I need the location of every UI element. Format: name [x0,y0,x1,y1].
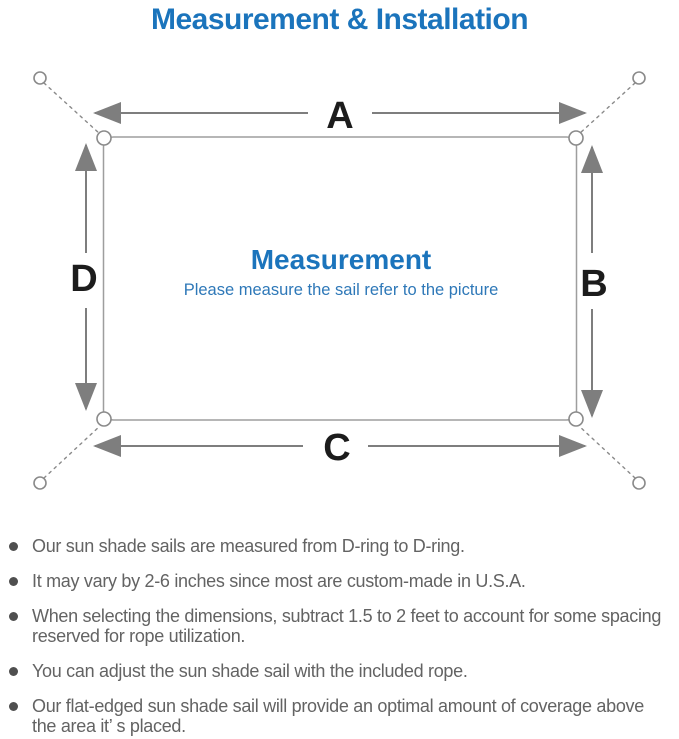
d-ring-icon [96,411,112,427]
bullet-icon [9,541,18,551]
note-line: When selecting the dimensions, subtract … [32,606,662,626]
dim-label-b: B [580,263,607,305]
note-item: You can adjust the sun shade sail with t… [8,661,679,681]
note-line: the area it’ s placed. [32,716,186,736]
note-item: When selecting the dimensions, subtract … [8,606,679,646]
note-line: reserved for rope utilization. [32,626,246,646]
anchor-rope-top-left [43,82,101,135]
diagram-center-subtitle: Please measure the sail refer to the pic… [184,281,499,299]
bullet-icon [9,576,18,586]
bullet-icon [9,701,18,711]
d-ring-icon [568,411,584,427]
anchor-ring-icon [632,71,646,85]
dim-label-d: D [70,258,97,300]
d-ring-icon [568,130,584,146]
note-line: It may vary by 2-6 inches since most are… [32,571,526,591]
note-item: It may vary by 2-6 inches since most are… [8,571,679,591]
d-ring-icon [96,130,112,146]
bullet-icon [9,666,18,676]
anchor-ring-icon [33,71,47,85]
diagram-center-title: Measurement [251,244,432,275]
note-line: Our flat-edged sun shade sail will provi… [32,696,644,716]
bullet-icon [9,611,18,621]
notes-list: Our sun shade sails are measured from D-… [8,536,679,739]
anchor-rope-bottom-right [578,425,636,479]
anchor-rope-top-right [578,82,636,135]
page-title: Measurement & Installation [150,3,529,36]
sail-outline [102,136,578,421]
anchor-ring-icon [632,476,646,490]
anchor-ring-icon [33,476,47,490]
anchor-rope-bottom-left [43,425,101,479]
dim-label-c: C [323,427,350,469]
note-line: You can adjust the sun shade sail with t… [32,661,468,681]
dim-label-a: A [326,95,353,137]
note-item: Our flat-edged sun shade sail will provi… [8,696,679,736]
note-item: Our sun shade sails are measured from D-… [8,536,679,556]
measurement-diagram: A B C D Measurement Please measure the s… [33,71,646,490]
note-line: Our sun shade sails are measured from D-… [32,536,465,556]
